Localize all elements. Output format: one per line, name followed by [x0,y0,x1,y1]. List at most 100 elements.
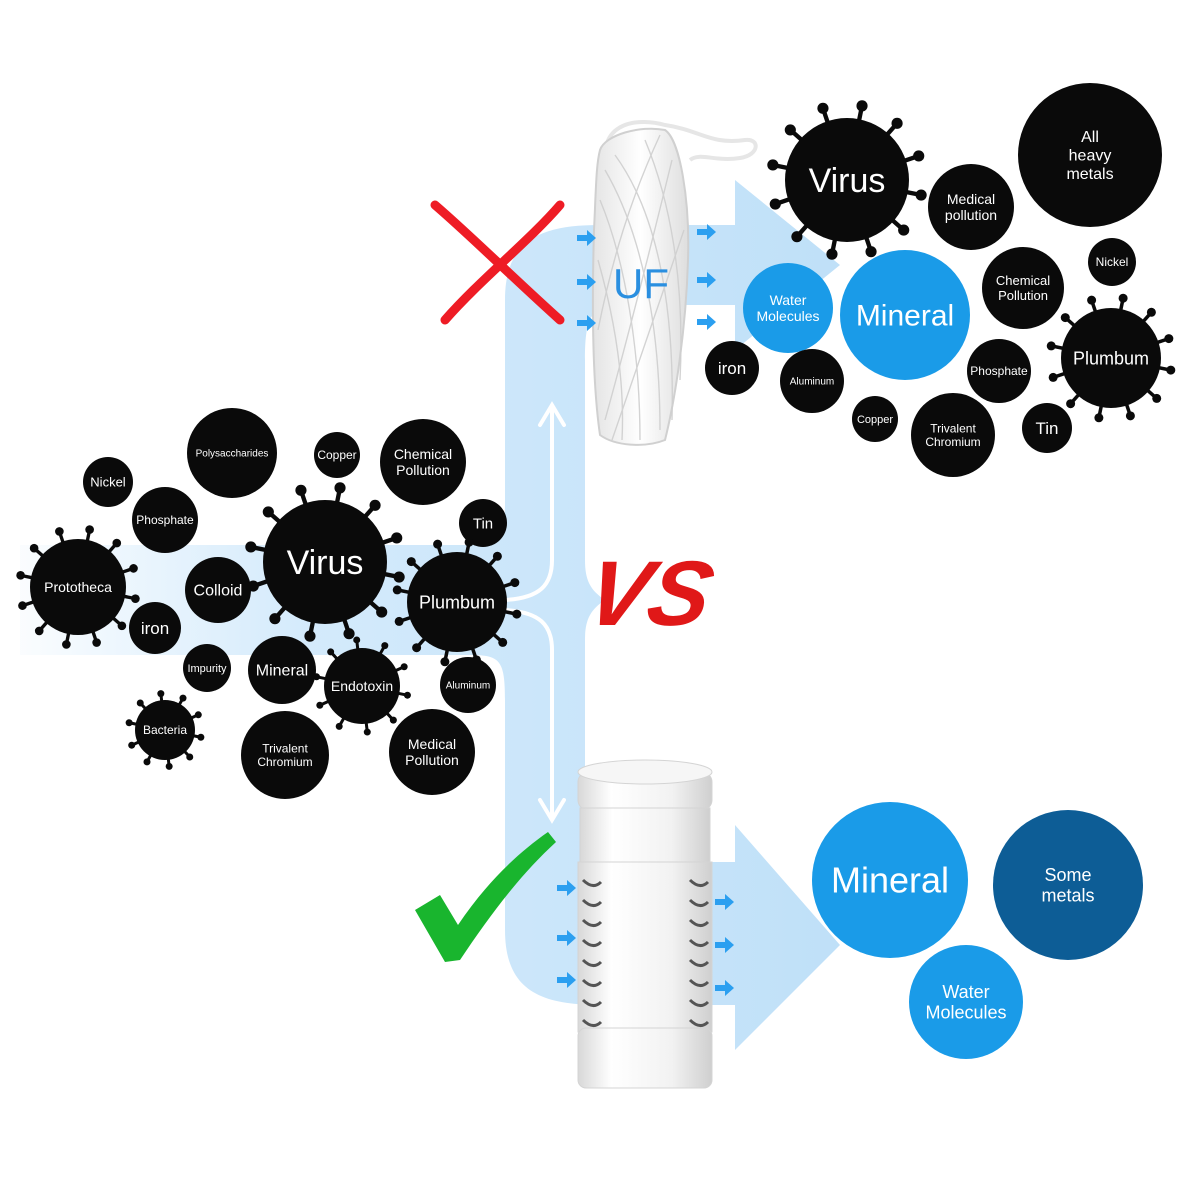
spike-knob [767,159,779,171]
particle-label: Chromium [925,435,980,449]
spike-knob [510,578,520,588]
slot-right [688,978,710,987]
spike-knob [186,753,194,761]
spike-knob [898,224,910,236]
cartridge-slots [581,878,710,1027]
spike-knob [1046,341,1056,351]
spike-knob [389,716,397,724]
vs-label: VS [578,542,723,645]
particle-label: Polysaccharides [196,449,269,460]
uf-particle-aluminum: Aluminum [780,349,844,413]
spike-knob [295,484,307,496]
particle-label: Phosphate [970,364,1028,378]
spike-knob [353,636,361,644]
arrow-up-head [538,401,566,427]
spike-knob [1125,411,1135,421]
cross-icon [430,200,565,325]
uf-particle-plumbum: Plumbum [1046,293,1176,423]
slot-left [581,1018,603,1027]
particle-body [129,602,181,654]
slot-right [688,958,710,967]
uf-membrane-bundle: UF [591,119,758,446]
spike-knob [913,150,925,162]
check-icon [415,832,556,962]
spike-knob [1087,295,1097,305]
particle-body [982,247,1064,329]
particle-label: Phosphate [136,513,194,527]
slot-left [581,998,603,1007]
spike-knob [129,564,138,573]
flow-arrow-icon [577,274,596,290]
spike-knob [1118,293,1128,303]
input-particle-iron: iron [129,602,181,654]
small-flow-arrows [557,224,734,996]
spike-knob [34,626,44,636]
slot-left [581,958,603,967]
particle-label: Tin [473,515,493,532]
input-particle-plumbum: Plumbum [392,537,522,667]
flow-arrow-icon [557,880,576,896]
uf-particle-iron: iron [705,341,759,395]
split-line-up [503,408,554,602]
spike-knob [334,482,346,494]
spike-knob [406,557,416,567]
spike-knob [269,613,281,625]
slot-left [581,938,603,947]
particle-label: Mineral [856,300,954,333]
spike-knob [791,231,803,243]
spike-knob [128,741,136,749]
particle-body [389,709,475,795]
particle-label: metals [1066,166,1113,183]
particle-body [132,487,198,553]
particle-label: Pollution [998,288,1048,303]
particle-label: Water [770,292,807,308]
particle-label: Medical [408,736,456,752]
spike-knob [335,722,343,730]
uf-particle-nickel: Nickel [1088,238,1136,286]
uf-label: UF [613,260,669,307]
spike-knob [136,699,144,707]
particle-body [30,539,126,635]
spike-knob [55,527,64,536]
slot-left [581,878,603,887]
uf-output-particles: VirusAllheavymetalsMedicalpollutionWater… [705,83,1176,477]
particle-label: Trivalent [930,421,976,435]
particle-body [812,802,968,958]
spike-knob [194,711,202,719]
particle-body [314,432,360,478]
spike-knob [369,499,381,511]
particle-label: Bacteria [143,723,187,737]
spike-knob [492,551,502,561]
particle-label: Molecules [925,1003,1006,1023]
particle-body [187,408,277,498]
spike-knob [143,758,151,766]
spike-knob [376,606,388,618]
particle-label: Prototheca [44,579,112,595]
spike-knob [157,690,165,698]
particle-label: Tin [1036,419,1059,438]
slot-left [581,898,603,907]
particle-body [705,341,759,395]
particle-label: Chemical [394,446,452,462]
spike-knob [29,543,39,553]
spike-knob [343,628,355,640]
spike-knob [464,537,474,547]
spike-knob [92,638,101,647]
particle-label: Copper [857,414,893,426]
particle-label: Pollution [405,752,459,768]
input-particle-prototheca: Prototheca [16,525,140,649]
particle-body [324,648,400,724]
spike-knob [262,506,274,518]
particle-label: Molecules [756,308,819,324]
spike-knob [18,601,27,610]
